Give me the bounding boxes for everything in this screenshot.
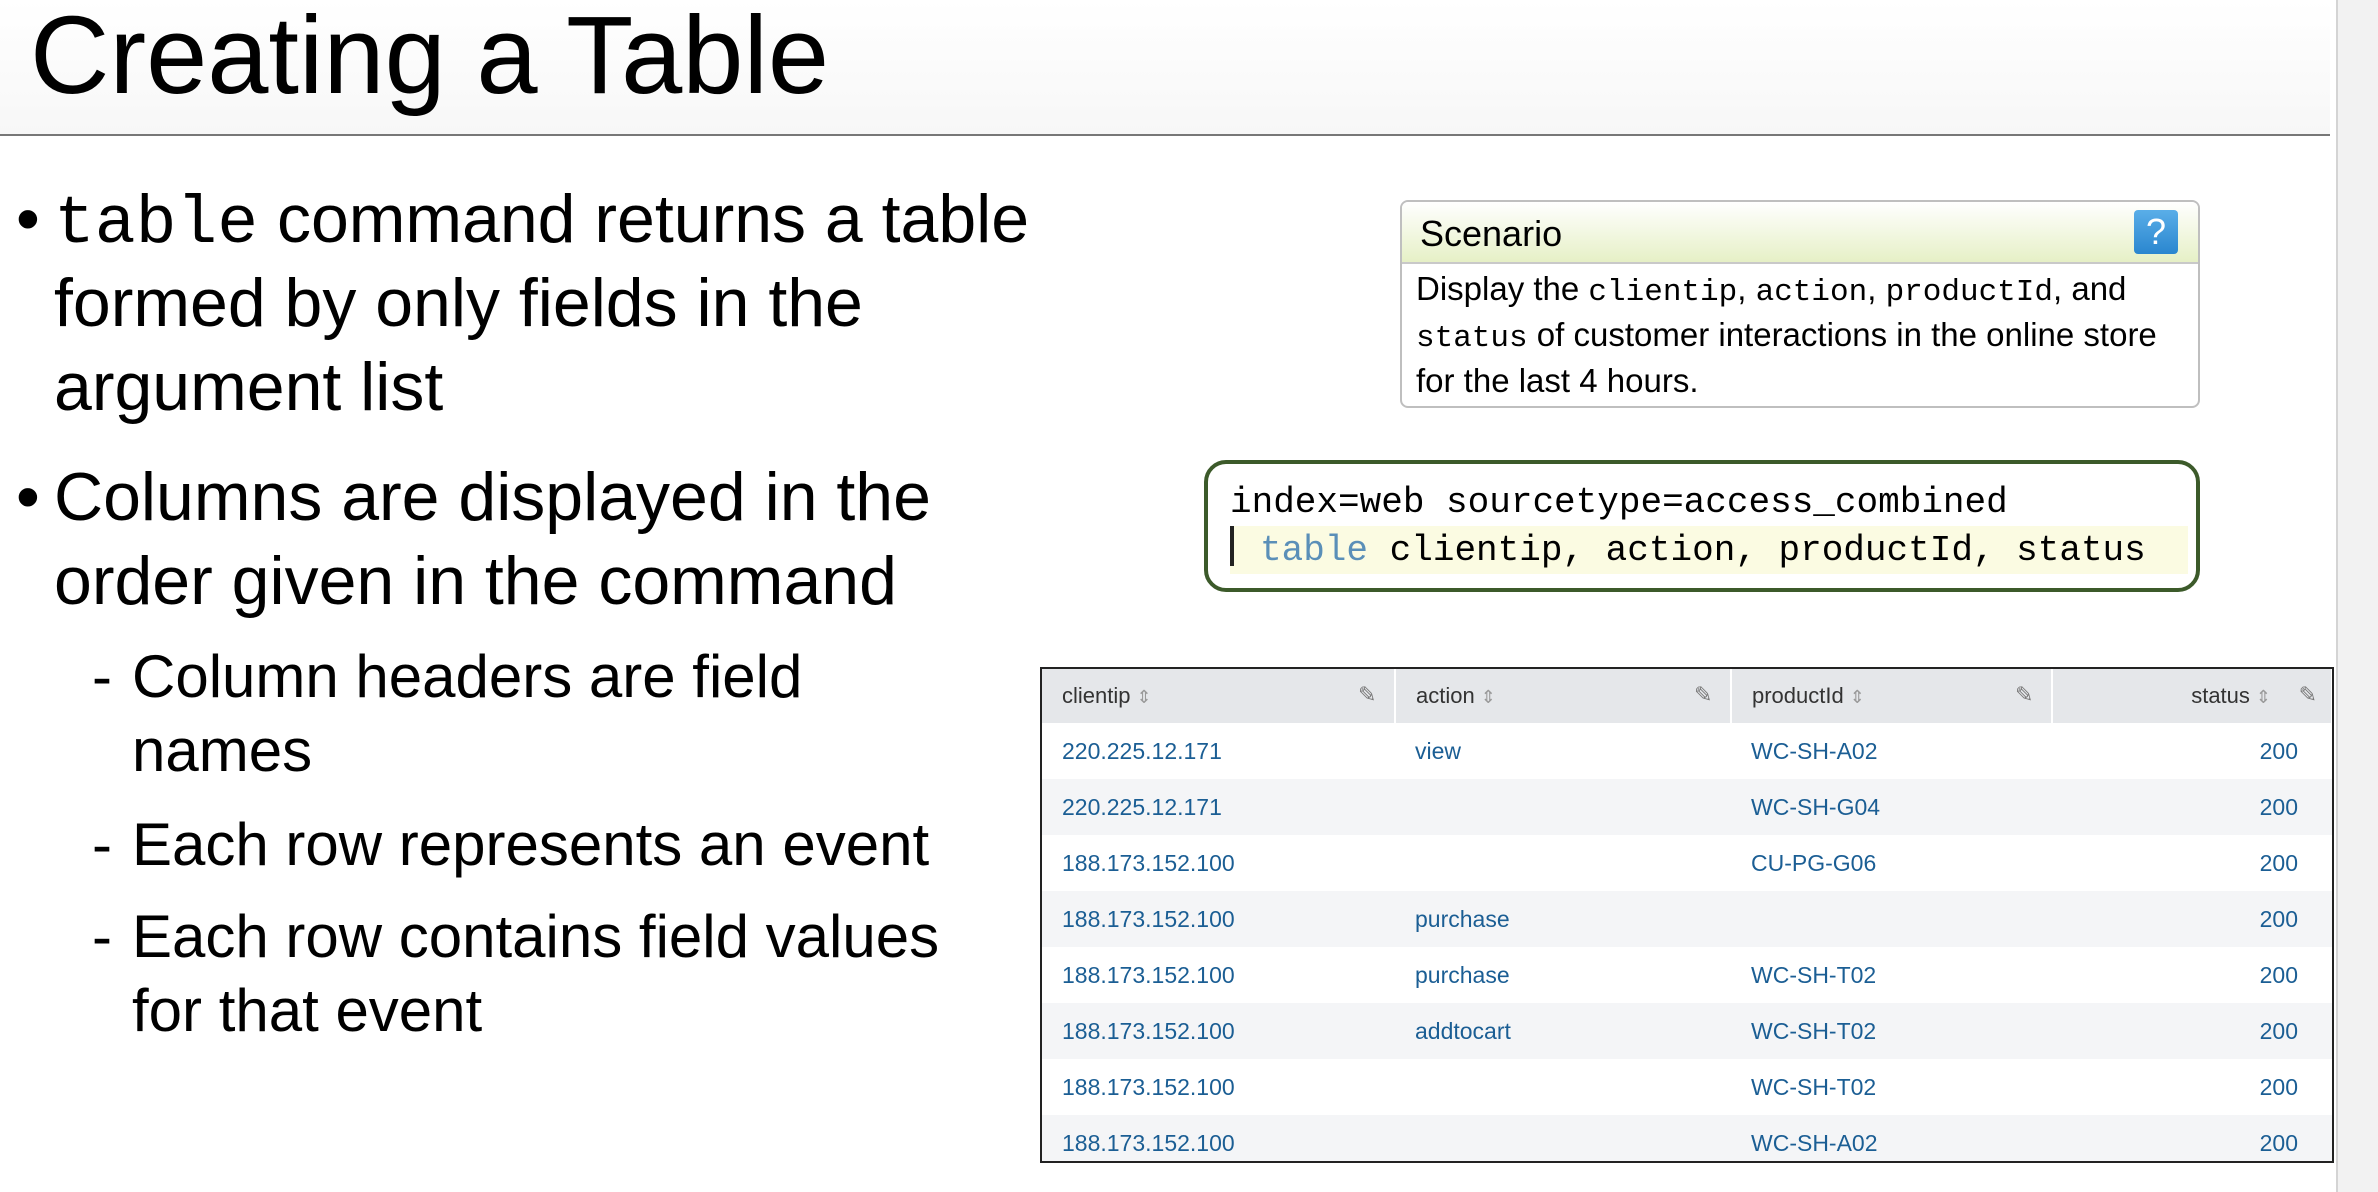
scenario-text: Display the clientip, action, productId,…: [1402, 264, 2198, 406]
sub-bullet-text: names: [132, 717, 313, 784]
cell-status[interactable]: 200: [2259, 1073, 2298, 1100]
table-header-row: clientip⇕✎ action⇕✎ productId⇕✎ status⇕✎: [1042, 669, 2332, 723]
cell-productId[interactable]: WC-SH-A02: [1751, 737, 1878, 764]
cell-clientip[interactable]: 188.173.152.100: [1042, 1003, 1395, 1059]
help-icon[interactable]: ?: [2134, 210, 2178, 254]
cell-clientip[interactable]: 188.173.152.100: [1062, 849, 1235, 876]
sort-icon[interactable]: ⇕: [1480, 687, 1496, 707]
search-code-box: index=web sourcetype=access_combined tab…: [1204, 460, 2200, 592]
cell-action[interactable]: [1395, 1059, 1731, 1115]
cell-status[interactable]: 200: [2052, 891, 2332, 947]
cell-action[interactable]: addtocart: [1395, 1003, 1731, 1059]
cell-status[interactable]: 200: [2052, 1115, 2332, 1161]
dash-glyph: -: [92, 811, 112, 878]
scenario-header: Scenario ?: [1402, 202, 2198, 264]
code-args: clientip, action, productId, status: [1368, 530, 2146, 571]
scenario-text-part: ,: [1737, 270, 1756, 307]
sub-bullet-text: for that event: [132, 977, 483, 1044]
cell-status[interactable]: 200: [2052, 779, 2332, 835]
code-line-2: table clientip, action, productId, statu…: [1230, 526, 2188, 574]
cell-status[interactable]: 200: [2259, 849, 2298, 876]
bullet-glyph: •: [16, 181, 40, 257]
sort-icon[interactable]: ⇕: [2255, 687, 2271, 707]
cell-clientip[interactable]: 220.225.12.171: [1042, 779, 1395, 835]
cell-clientip[interactable]: 220.225.12.171: [1062, 737, 1222, 764]
bullet-text: formed by only fields in the: [54, 265, 863, 341]
column-header-clientip[interactable]: clientip⇕✎: [1042, 669, 1396, 723]
scenario-box: Scenario ? Display the clientip, action,…: [1400, 200, 2200, 408]
field-name: action: [1755, 275, 1868, 310]
column-header-action[interactable]: action⇕✎: [1395, 669, 1732, 723]
sort-icon[interactable]: ⇕: [1849, 687, 1865, 707]
scenario-text-part: for the last 4 hours.: [1416, 362, 1699, 399]
cell-clientip[interactable]: 188.173.152.100: [1042, 891, 1395, 947]
cell-action[interactable]: [1395, 1115, 1731, 1161]
code-line-1: index=web sourcetype=access_combined: [1230, 482, 2008, 523]
field-name: status: [1416, 321, 1528, 356]
cell-productId[interactable]: WC-SH-A02: [1731, 1115, 2052, 1161]
cell-action[interactable]: purchase: [1415, 961, 1510, 988]
bullet-text: argument list: [54, 349, 444, 425]
bullet-glyph: •: [16, 459, 40, 535]
cell-status[interactable]: 200: [2259, 961, 2298, 988]
pipe-glyph: [1230, 526, 1234, 566]
scenario-text-part: , and: [2053, 270, 2127, 307]
cell-action[interactable]: view: [1415, 737, 1462, 764]
title-bar: Creating a Table: [0, 0, 2330, 136]
cell-productId[interactable]: CU-PG-G06: [1751, 849, 1877, 876]
page-title: Creating a Table: [30, 0, 830, 117]
window-edge: [2336, 0, 2378, 1192]
field-name: clientip: [1588, 275, 1738, 310]
scenario-text-part: ,: [1867, 270, 1886, 307]
table-row: 188.173.152.100 CU-PG-G06 200: [1042, 835, 2332, 891]
bullet-text: command returns a table: [258, 181, 1030, 257]
sub-bullet-text: Each row represents an event: [132, 811, 930, 878]
sub-bullet-text: Column headers are field: [132, 643, 803, 710]
cell-action[interactable]: [1395, 779, 1731, 835]
sub-bullet-text: Each row contains field values: [132, 903, 940, 970]
results-table: clientip⇕✎ action⇕✎ productId⇕✎ status⇕✎…: [1040, 667, 2334, 1163]
cell-action[interactable]: purchase: [1395, 891, 1731, 947]
cell-clientip[interactable]: 188.173.152.100: [1062, 1073, 1235, 1100]
edit-icon[interactable]: ✎: [2015, 682, 2034, 707]
cell-productId[interactable]: WC-SH-T02: [1731, 1003, 2052, 1059]
cell-productId[interactable]: WC-SH-G04: [1731, 779, 2052, 835]
sort-icon[interactable]: ⇕: [1136, 687, 1152, 707]
dash-glyph: -: [92, 643, 112, 710]
cell-clientip[interactable]: 188.173.152.100: [1042, 1115, 1395, 1161]
cell-action[interactable]: [1395, 835, 1731, 891]
column-header-status[interactable]: status⇕✎: [2052, 669, 2332, 723]
cell-status[interactable]: 200: [2259, 737, 2298, 764]
edit-icon[interactable]: ✎: [1694, 682, 1713, 707]
bullet-text: order given in the command: [54, 543, 897, 619]
code-word: table: [54, 186, 259, 263]
scenario-text-part: of customer interactions in the online s…: [1527, 316, 2157, 353]
cell-productId[interactable]: [1731, 891, 2052, 947]
scenario-title: Scenario: [1420, 213, 1563, 254]
scenario-text-part: Display the: [1416, 270, 1589, 307]
code-keyword: table: [1260, 530, 1369, 571]
cell-productId[interactable]: WC-SH-T02: [1751, 961, 1877, 988]
field-name: productId: [1885, 275, 2053, 310]
dash-glyph: -: [92, 903, 112, 970]
cell-status[interactable]: 200: [2052, 1003, 2332, 1059]
table-row: 220.225.12.171 view WC-SH-A02 200: [1042, 723, 2332, 779]
cell-clientip[interactable]: 188.173.152.100: [1062, 961, 1235, 988]
cell-productId[interactable]: WC-SH-T02: [1751, 1073, 1877, 1100]
edit-icon[interactable]: ✎: [1358, 682, 1377, 707]
table-row: 188.173.152.100 WC-SH-T02 200: [1042, 1059, 2332, 1115]
edit-icon[interactable]: ✎: [2298, 682, 2317, 707]
table-row: 188.173.152.100 purchase WC-SH-T02 200: [1042, 947, 2332, 1003]
bullet-text: Columns are displayed in the: [54, 459, 931, 535]
column-header-productId[interactable]: productId⇕✎: [1731, 669, 2053, 723]
